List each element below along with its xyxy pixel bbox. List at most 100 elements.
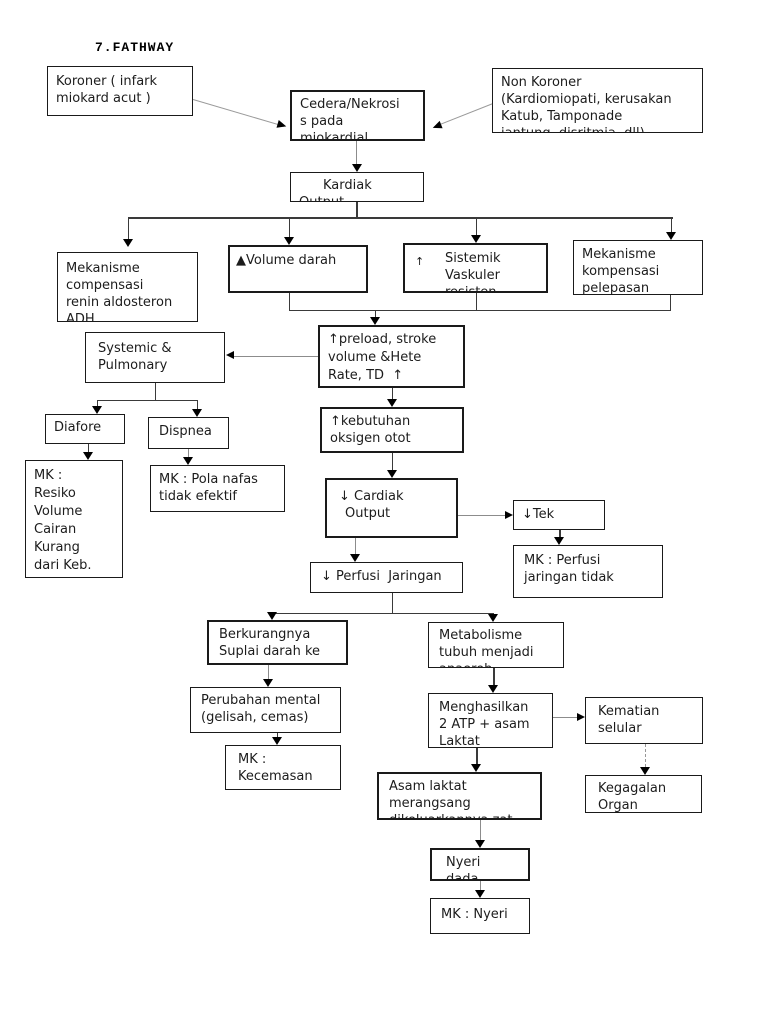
arrowhead-down xyxy=(284,237,294,245)
arrowhead xyxy=(276,120,288,131)
node-text-line: compensasi xyxy=(66,278,144,293)
arrowhead-down xyxy=(488,614,498,622)
arrowhead-down xyxy=(471,764,481,772)
node-text-line: ↓Tek xyxy=(522,507,555,522)
arrowhead-down xyxy=(554,537,564,545)
node-text-line: Sistemik xyxy=(445,251,501,266)
node-text-line: Vaskuler xyxy=(445,268,500,283)
node-perubahan-mental: Perubahan mental(gelisah, cemas) xyxy=(190,687,341,733)
node-text-line: resisten xyxy=(445,285,497,293)
node-text-line: Kematian xyxy=(598,704,660,719)
connector-tek-to-mk-perfusi xyxy=(559,530,561,538)
connector-systemic-branch xyxy=(97,400,198,402)
node-text-line: Systemic & xyxy=(98,341,172,356)
node-diafore: Diafore xyxy=(45,414,125,444)
node-text-line: Dispnea xyxy=(159,424,212,439)
arrowhead-down xyxy=(640,767,650,775)
arrowhead-down xyxy=(475,890,485,898)
node-text-line: dari Keb. xyxy=(34,558,92,573)
node-text-line: Non Koroner xyxy=(501,75,582,90)
arrowhead-down xyxy=(666,232,676,240)
node-text-line: Pulmonary xyxy=(98,358,168,373)
node-text-line: MK : xyxy=(34,468,63,483)
arrowhead-right xyxy=(577,713,585,721)
connector-drop-mek-kompensasi xyxy=(671,217,673,232)
node-text-line: Mekanisme xyxy=(66,261,140,276)
node-text-line: Berkurangnya xyxy=(219,627,311,642)
connector-sistemik-down xyxy=(476,293,478,310)
connector-nyeri-to-mk-nyeri xyxy=(480,881,482,891)
connector-diafore-to-mk xyxy=(88,444,90,453)
node-text-line: Koroner ( infark xyxy=(56,74,158,89)
connector-kematian-to-kegagalan xyxy=(645,744,646,767)
arrowhead-down xyxy=(471,235,481,243)
connector-asam-to-nyeri xyxy=(480,820,482,840)
page-title: 7.FATHWAY xyxy=(95,40,175,55)
node-kematian-selular: Kematian selular xyxy=(585,697,703,744)
node-text-line: volume &Hete xyxy=(328,350,422,365)
node-text-line: Asam laktat xyxy=(389,779,467,794)
node-text-line: MK : Nyeri xyxy=(441,907,508,922)
node-text-line: Cairan xyxy=(34,522,77,537)
node-text-line: Laktat xyxy=(439,734,480,748)
arrowhead-down xyxy=(272,737,282,745)
node-text-line: Output xyxy=(345,506,391,521)
connector-drop-diafore xyxy=(97,400,99,407)
connector-drop-dispnea xyxy=(197,400,199,410)
node-text-line: Rate, TD ↑ xyxy=(328,368,404,383)
connector-dispnea-to-mk xyxy=(188,449,190,458)
connector-top-branch xyxy=(128,217,673,219)
arrowhead-down xyxy=(192,409,202,417)
connector-metabolisme-to-menghasilkan xyxy=(493,668,495,686)
connector-preload-to-systemic xyxy=(233,356,318,358)
arrowhead-down xyxy=(263,679,273,687)
node-text-line: Resiko xyxy=(34,486,76,501)
connector-mid-drop xyxy=(375,310,377,318)
connector-kardiak-stem xyxy=(356,202,358,218)
arrowhead-down xyxy=(387,470,397,478)
node-text-line: ▲Volume darah xyxy=(236,253,337,268)
arrowhead xyxy=(431,120,443,132)
arrowhead-down xyxy=(488,685,498,693)
node-text-line: MK : Pola nafas xyxy=(159,472,258,487)
node-text-line: miokardial xyxy=(300,131,369,141)
node-text-line: dikeluarkannya zat xyxy=(389,812,530,818)
node-text-line: dada xyxy=(446,872,479,881)
node-text-line: Perubahan mental xyxy=(201,693,321,708)
node-text-line: pelepasan xyxy=(582,281,650,295)
arrowhead-left xyxy=(226,351,234,359)
connector-kebutuhan-to-cardiak-output xyxy=(392,453,394,471)
node-text-line: Kegagalan xyxy=(598,781,667,796)
connector-drop-volume xyxy=(289,217,291,237)
connector-menghasilkan-to-asam xyxy=(476,748,478,765)
node-text-line: Organ xyxy=(598,798,638,813)
arrowhead-down xyxy=(475,840,485,848)
connector-mid-branch xyxy=(289,310,671,312)
up-arrow-icon: ↑ xyxy=(415,255,425,268)
arrowhead-right xyxy=(505,511,513,519)
node-text-line: ↑kebutuhan xyxy=(330,414,411,429)
node-text-line: kompensasi xyxy=(582,264,660,279)
arrowhead-down xyxy=(370,317,380,325)
node-text-line: ADH xyxy=(66,312,95,322)
node-nyeri-dada: Nyeri dada xyxy=(430,848,530,881)
node-text-line: selular xyxy=(598,721,642,736)
connector-cedera-to-kardiak xyxy=(356,141,358,166)
node-text-line: renin aldosteron xyxy=(66,295,173,310)
node-mk-nyeri: MK : Nyeri xyxy=(430,898,530,934)
node-text-line: Nyeri xyxy=(446,855,481,870)
node-dispnea: Dispnea xyxy=(148,417,229,449)
node-text-line: 2 ATP + asam xyxy=(439,717,530,732)
node-text-line: merangsang xyxy=(389,796,471,811)
node-text-line: Kurang xyxy=(34,540,80,555)
connector-mek-kompensasi-down xyxy=(670,295,672,310)
